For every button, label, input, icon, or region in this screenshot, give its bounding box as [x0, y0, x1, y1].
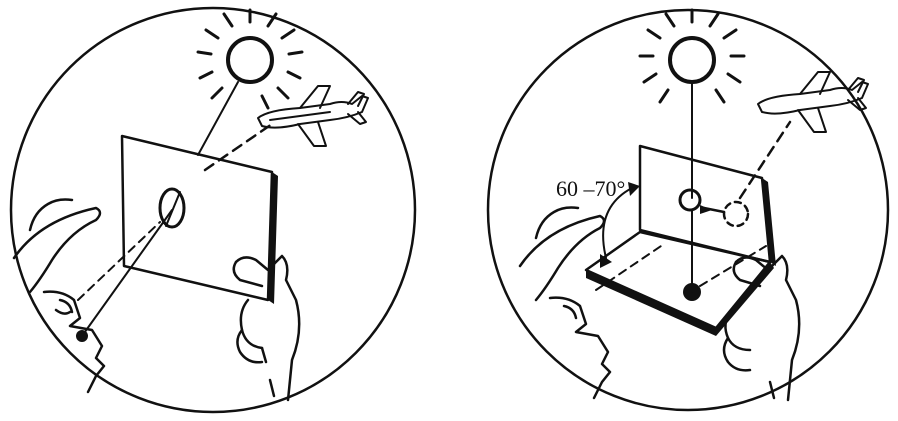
angle-label: 60 –70°	[556, 176, 625, 201]
left-panel	[11, 8, 415, 412]
hand-icon	[234, 256, 299, 400]
airplane-icon	[258, 86, 368, 146]
person-head-icon	[14, 200, 104, 393]
person-head-icon	[520, 208, 610, 399]
sight-dashed-line	[78, 222, 160, 300]
right-panel: 60 –70°	[488, 10, 888, 410]
airplane-icon	[758, 72, 868, 132]
mirror-panel	[122, 136, 278, 304]
eye-dot	[76, 330, 88, 342]
left-panel-border	[11, 8, 415, 412]
sun-icon	[198, 10, 302, 108]
lower-mirror-panel	[586, 210, 774, 336]
